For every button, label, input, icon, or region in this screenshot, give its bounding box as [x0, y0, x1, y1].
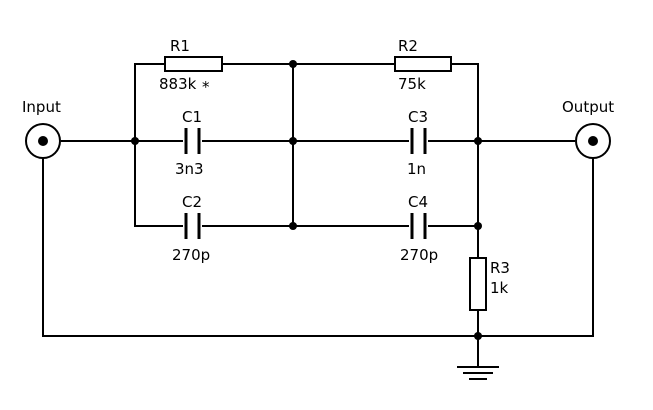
junction-dot: [474, 332, 482, 340]
r3-name: R3: [490, 259, 510, 277]
resistor-r3: [469, 257, 487, 311]
junction-dot: [289, 60, 297, 68]
r2-name: R2: [398, 37, 418, 55]
ground-icon: [457, 366, 499, 380]
output-label: Output: [562, 98, 614, 116]
c2-value: 270p: [172, 246, 210, 264]
labels: Input Output R1 883k * R2 75k C1 3n3 C3 …: [22, 37, 614, 297]
c3-value: 1n: [407, 160, 426, 178]
c1-value: 3n3: [175, 160, 204, 178]
c2-name: C2: [182, 193, 202, 211]
capacitor-c4: [410, 213, 427, 239]
capacitor-c2: [184, 213, 201, 239]
junction-dot: [131, 137, 139, 145]
output-jack-icon: [575, 123, 611, 159]
junction-dot: [289, 137, 297, 145]
junction-dot: [474, 222, 482, 230]
r1-name: R1: [170, 37, 190, 55]
r1-value: 883k: [159, 75, 197, 93]
junction-dot: [474, 137, 482, 145]
r1-note: *: [202, 78, 210, 96]
wires: [42, 63, 594, 368]
capacitor-c3: [410, 128, 427, 154]
junction-dot: [289, 222, 297, 230]
r2-value: 75k: [398, 75, 426, 93]
c4-value: 270p: [400, 246, 438, 264]
r3-value: 1k: [490, 279, 509, 297]
c4-name: C4: [408, 193, 428, 211]
c3-name: C3: [408, 108, 428, 126]
input-jack-icon: [25, 123, 61, 159]
junctions: [131, 60, 482, 340]
c1-name: C1: [182, 108, 202, 126]
input-label: Input: [22, 98, 61, 116]
capacitor-c1: [184, 128, 201, 154]
resistor-r2: [394, 56, 452, 72]
resistor-r1: [164, 56, 223, 72]
